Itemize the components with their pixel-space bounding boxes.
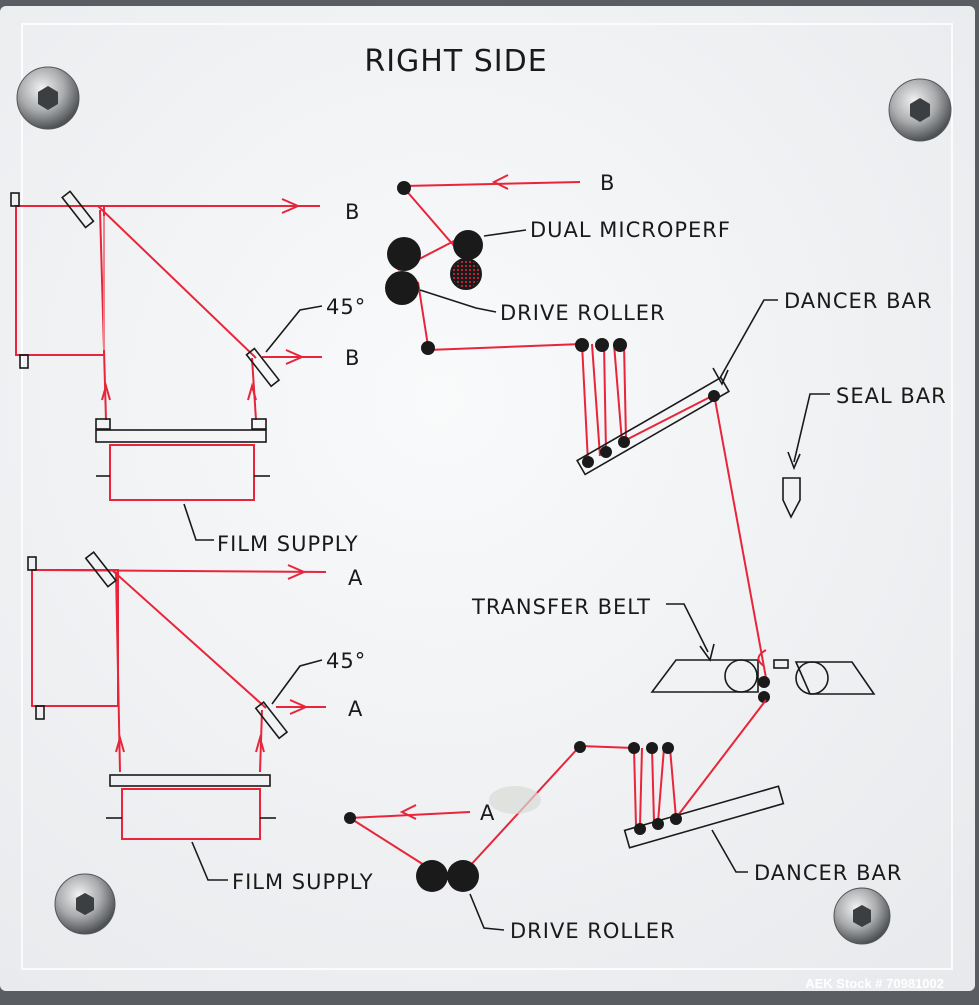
label-transfer-belt: TRANSFER BELT [471,595,651,619]
placard-panel [0,6,975,991]
upper-dancer-bar [575,338,730,476]
label-b-upper-left: B [345,200,360,224]
lower-film-supply-assembly [27,550,327,840]
transfer-belt [650,649,876,703]
label-45-degree-lower: 45° [326,649,366,673]
idler-roller [397,181,411,195]
microperf-spiked-roller [450,258,482,290]
label-dual-microperf: DUAL MICROPERF [530,218,731,242]
label-dancer-bar-lower: DANCER BAR [754,861,902,885]
hex-socket-screw-icon [54,873,116,935]
hex-socket-screw-icon [16,66,80,130]
drive-roller-lower-a [416,860,448,892]
upper-web-path [397,174,767,679]
drive-roller-upper-b [385,271,419,305]
label-drive-roller-lower: DRIVE ROLLER [510,919,676,943]
upper-film-supply-assembly [10,190,322,501]
stock-watermark: AEK Stock # 70981002 [805,976,944,991]
label-drive-roller-upper: DRIVE ROLLER [500,301,666,325]
label-a-bottom: A [480,801,495,825]
label-seal-bar: SEAL BAR [836,384,947,408]
lower-dancer-bar [574,741,785,849]
drive-roller-upper-a [387,237,421,271]
microperf-roller [453,230,483,260]
seal-bar-knife [782,477,801,519]
label-a-lower: A [348,697,363,721]
diagram-title: RIGHT SIDE [364,44,547,79]
label-dancer-bar-upper: DANCER BAR [784,289,932,313]
drive-roller-lower-b [447,860,479,892]
label-b-upper-right: B [345,346,360,370]
label-a-upper: A [348,566,363,590]
label-45-degree-upper: 45° [326,295,366,319]
hex-socket-screw-icon [833,887,891,945]
label-b-top: B [600,171,615,195]
label-film-supply-upper: FILM SUPPLY [217,532,359,556]
hex-socket-screw-icon [888,78,952,142]
label-film-supply-lower: FILM SUPPLY [232,870,374,894]
